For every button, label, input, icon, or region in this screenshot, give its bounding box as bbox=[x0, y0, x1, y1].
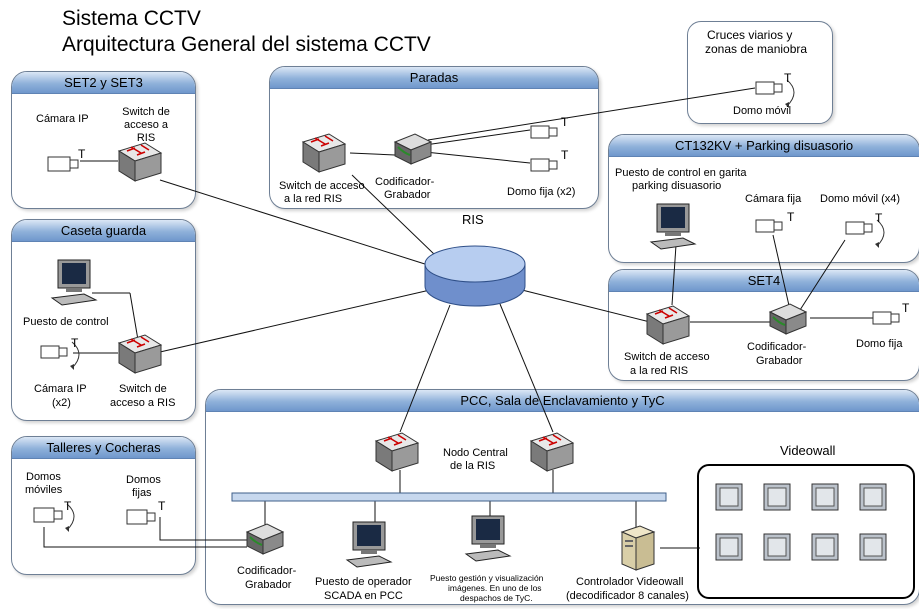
camera-mark: T bbox=[78, 147, 86, 161]
computer-icon bbox=[649, 202, 697, 255]
set4-switch-label-1: Switch de acceso bbox=[624, 351, 710, 363]
pcc-mgmt-label-1: Puesto gestión y visualización bbox=[430, 573, 544, 583]
fixed-camera-icon bbox=[47, 152, 87, 179]
pcc-vw-ctrl-label-2: (decodificador 8 canales) bbox=[566, 590, 689, 602]
server-tower-icon bbox=[618, 524, 658, 577]
computer-icon bbox=[50, 258, 98, 311]
cruces-dome-label: Domo móvil bbox=[733, 105, 792, 117]
camera-mark: T bbox=[71, 336, 79, 350]
zone-set2-set3: SET2 y SET3 bbox=[11, 71, 196, 209]
talleres-fixed-label-1: Domos bbox=[126, 474, 161, 486]
camera-mark: T bbox=[902, 301, 910, 315]
mobile-dome-icon bbox=[40, 340, 90, 377]
ris-label: RIS bbox=[462, 212, 484, 227]
talleres-mobile-label-2: móviles bbox=[25, 484, 63, 496]
set4-encoder-label-2: Grabador bbox=[756, 355, 803, 367]
paradas-switch-label-2: a la red RIS bbox=[284, 193, 343, 205]
talleres-mobile-label-1: Domos bbox=[26, 471, 61, 483]
diagram-subtitle: Arquitectura General del sistema CCTV bbox=[62, 33, 431, 56]
diagram-title: Sistema CCTV bbox=[62, 7, 201, 30]
camera-mark: T bbox=[158, 499, 166, 513]
set2-camera-label: Cámara IP bbox=[36, 113, 89, 125]
switch-icon bbox=[527, 429, 575, 478]
caseta-switch-label-1: Switch de bbox=[119, 383, 167, 395]
mobile-dome-icon bbox=[755, 78, 805, 115]
zone-talleres: Talleres y Cocheras bbox=[11, 436, 196, 575]
encoder-recorder-icon bbox=[393, 132, 433, 171]
caseta-pc-label: Puesto de control bbox=[23, 316, 109, 328]
pcc-encoder-label-1: Codificador- bbox=[237, 565, 297, 577]
switch-icon bbox=[115, 331, 163, 380]
zone-title: SET4 bbox=[609, 270, 919, 292]
set4-encoder-label-1: Codificador- bbox=[747, 341, 807, 353]
camera-mark: T bbox=[784, 71, 792, 85]
pcc-scada-label-1: Puesto de operador bbox=[315, 576, 412, 588]
cruces-title-2: zonas de maniobra bbox=[705, 42, 808, 56]
mobile-dome-icon bbox=[845, 218, 895, 255]
zone-cruces bbox=[687, 21, 833, 124]
computer-icon bbox=[345, 520, 393, 573]
pcc-mgmt-label-3: despachos de TyC. bbox=[460, 593, 533, 603]
zone-title: PCC, Sala de Enclavamiento y TyC bbox=[206, 390, 919, 412]
paradas-encoder-label-1: Codificador- bbox=[375, 176, 435, 188]
paradas-dome-label: Domo fija (x2) bbox=[507, 186, 576, 198]
zone-caseta-guarda: Caseta guarda bbox=[11, 219, 196, 421]
pcc-mgmt-label-2: imágenes. En uno de los bbox=[448, 583, 542, 593]
zone-title: Paradas bbox=[270, 67, 598, 89]
cruces-title-1: Cruces viarios y bbox=[707, 28, 793, 42]
mobile-dome-icon bbox=[33, 502, 83, 539]
pcc-scada-label-2: SCADA en PCC bbox=[324, 590, 403, 602]
camera-mark: T bbox=[561, 148, 569, 162]
switch-icon bbox=[299, 130, 347, 179]
zone-title: CT132KV + Parking disuasorio bbox=[609, 135, 919, 157]
computer-icon bbox=[464, 514, 512, 567]
encoder-recorder-icon bbox=[245, 522, 285, 561]
ris-network-icon bbox=[423, 244, 527, 315]
videowall-monitors bbox=[712, 480, 902, 590]
ct132-pc-label-1: Puesto de control en garita bbox=[615, 167, 747, 179]
camera-mark: T bbox=[875, 211, 883, 225]
camera-mark: T bbox=[64, 499, 72, 513]
pcc-node-label-2: de la RIS bbox=[450, 460, 496, 472]
switch-icon bbox=[372, 429, 420, 478]
camera-mark: T bbox=[561, 115, 569, 129]
fixed-dome-icon bbox=[126, 506, 162, 533]
zone-title: Talleres y Cocheras bbox=[12, 437, 195, 459]
fixed-dome-icon bbox=[530, 122, 562, 147]
zone-title: SET2 y SET3 bbox=[12, 72, 195, 94]
switch-icon bbox=[115, 139, 163, 188]
fixed-camera-icon bbox=[755, 216, 787, 241]
paradas-switch-label-1: Switch de acceso bbox=[279, 180, 365, 192]
talleres-fixed-label-2: fijas bbox=[132, 487, 152, 499]
caseta-switch-label-2: acceso a RIS bbox=[110, 397, 176, 409]
fixed-dome-icon bbox=[872, 308, 904, 333]
pcc-vw-ctrl-label-1: Controlador Videowall bbox=[576, 576, 684, 588]
set4-switch-label-2: a la red RIS bbox=[630, 365, 689, 377]
encoder-recorder-icon bbox=[768, 302, 808, 341]
camera-mark: T bbox=[787, 210, 795, 224]
switch-icon bbox=[643, 302, 691, 351]
set4-dome-label: Domo fija bbox=[856, 338, 903, 350]
caseta-cam-label-1: Cámara IP bbox=[34, 383, 87, 395]
ct132-fixed-cam-label: Cámara fija bbox=[745, 193, 802, 205]
paradas-encoder-label-2: Grabador bbox=[384, 189, 431, 201]
set2-switch-label: Switch de acceso a RIS bbox=[122, 106, 170, 144]
zone-title: Caseta guarda bbox=[12, 220, 195, 242]
ct132-dome-label: Domo móvil (x4) bbox=[820, 193, 901, 205]
pcc-node-label-1: Nodo Central bbox=[443, 447, 508, 459]
videowall-label: Videowall bbox=[780, 443, 836, 458]
fixed-dome-icon bbox=[530, 155, 562, 180]
ct132-pc-label-2: parking disuasorio bbox=[632, 180, 722, 192]
pcc-encoder-label-2: Grabador bbox=[245, 579, 292, 591]
caseta-cam-label-2: (x2) bbox=[52, 397, 71, 409]
